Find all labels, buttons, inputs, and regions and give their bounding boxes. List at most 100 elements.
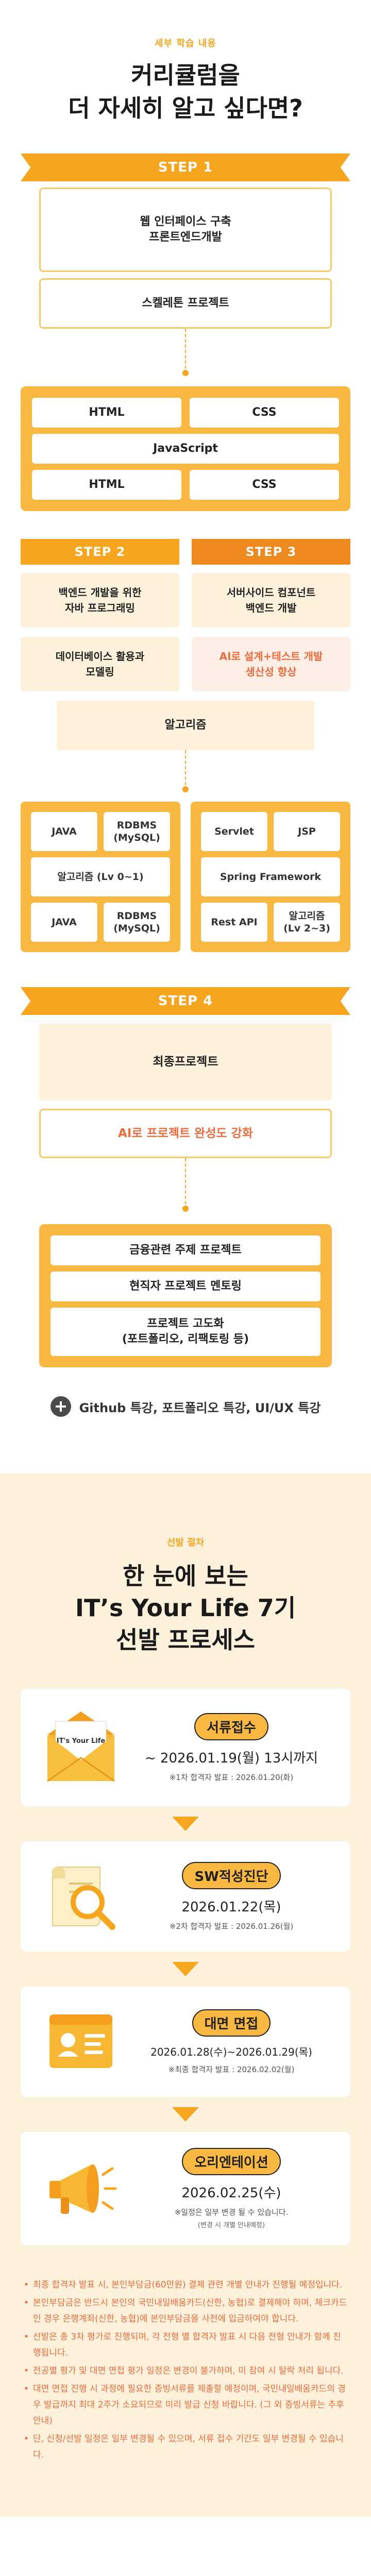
algorithm-box: 알고리즘 (57, 701, 314, 750)
step2-box2-line2: 모델링 (86, 666, 114, 678)
step1-tech-panel: HTML CSS JavaScript HTML CSS (21, 386, 350, 511)
notice-item: 대면 면접 진행 시 과정에 필요한 증빙서류를 제출할 예정이며, 국민내일배… (24, 2381, 347, 2429)
step-note: ※일정은 일부 변경 될 수 있습니다. (174, 2208, 289, 2217)
step-badge: 오리엔테이션 (182, 2148, 281, 2175)
step3-box2-line1: AI로 설계+테스트 개발 (219, 650, 323, 663)
notice-item: 최종 합격자 발표 시, 본인부담금(60만원) 결제 관련 개별 안내가 진행… (24, 2277, 347, 2293)
envelope-letter-text: IT's Your Life (57, 1737, 106, 1745)
envelope-icon: IT's Your Life (42, 1709, 120, 1786)
notice-item: 단, 신청/선발 일정은 일부 변경될 수 있으며, 서류 접수 기간도 일부 … (24, 2431, 347, 2463)
curriculum-headline: 커리큘럼을 더 자세히 알고 싶다면? (21, 59, 350, 125)
step2-box2-line1: 데이터베이스 활용과 (55, 650, 145, 663)
chevron-down-icon (172, 2107, 199, 2122)
curriculum-section: 세부 학습 내용 커리큘럼을 더 자세히 알고 싶다면? STEP 1 웹 인터… (0, 0, 371, 1473)
step1-box1-line1: 웹 인터페이스 구축 (140, 215, 231, 228)
process-card-documents: IT's Your Life 서류접수 ~ 2026.01.19(월) 13시까… (21, 1689, 350, 1806)
notice-item: 본인부담금은 반드시 본인의 국민내일배움카드(신한, 농협)로 결제해야 하며… (24, 2295, 347, 2327)
connector (182, 1158, 189, 1212)
rdbms-line2: (MySQL) (113, 923, 160, 934)
step-badge: 대면 면접 (192, 2009, 271, 2037)
step1-box1-line2: 프론트엔드개발 (149, 231, 222, 244)
selection-eyebrow: 선발 절차 (166, 1537, 205, 1548)
plus-icon (50, 1396, 71, 1417)
step3-box1-line1: 서버사이드 컴포넌트 (226, 586, 316, 599)
notice-item: 선발은 총 3차 평가로 진행되며, 각 전형 별 합격자 발표 시 다음 전형… (24, 2329, 347, 2361)
css-chip: CSS (190, 470, 339, 500)
html-chip: HTML (32, 398, 181, 428)
item3-line2: (포트폴리오, 리팩토링 등) (122, 1333, 249, 1346)
item3-line1: 프로젝트 고도화 (147, 1317, 224, 1330)
algo-line2: (Lv 2~3) (283, 923, 330, 934)
process-card-sw-test: SW적성진단 2026.01.22(목) ※2차 합격자 발표 : 2026.0… (21, 1841, 350, 1952)
step4-bar: STEP 4 (21, 987, 350, 1015)
step2-db-box: 데이터베이스 활용과 모델링 (21, 637, 179, 691)
step2-skill-grid: JAVA RDBMS (MySQL) 알고리즘 (Lv 0~1) JAVA RD… (21, 802, 180, 952)
special-lectures-text: Github 특강, 포트폴리오 특강, UI/UX 특강 (79, 1400, 321, 1415)
ai-project-box: AI로 프로젝트 완성도 강화 (39, 1109, 332, 1158)
sel-headline-line-1: 한 눈에 보는 (123, 1562, 248, 1590)
rdbms-line2: (MySQL) (113, 832, 160, 843)
java-chip: JAVA (31, 812, 97, 851)
servlet-chip: Servlet (201, 812, 267, 851)
page: 세부 학습 내용 커리큘럼을 더 자세히 알고 싶다면? STEP 1 웹 인터… (0, 0, 371, 2517)
step2-box1-line2: 자바 프로그래밍 (65, 602, 135, 614)
step2-box1-line1: 백엔드 개발을 위한 (58, 586, 142, 599)
step3-server-box: 서버사이드 컴포넌트 백엔드 개발 (192, 573, 350, 628)
step3-bar: STEP 3 (192, 539, 350, 565)
algo-line1: 알고리즘 (289, 910, 325, 922)
id-card-icon (42, 2003, 120, 2080)
megaphone-icon (42, 2150, 120, 2227)
algorithm-lv01-chip: 알고리즘 (Lv 0~1) (31, 857, 170, 896)
documents-info: 서류접수 ~ 2026.01.19(월) 13시까지 ※1차 합격자 발표 : … (134, 1713, 329, 1783)
skill-grids: JAVA RDBMS (MySQL) 알고리즘 (Lv 0~1) JAVA RD… (21, 802, 350, 952)
step-date: ~ 2026.01.19(월) 13시까지 (144, 1750, 318, 1766)
step-badge: 서류접수 (194, 1713, 268, 1740)
sel-headline-line-3: 선발 프로세스 (116, 1626, 255, 1654)
step3-box1-line2: 백엔드 개발 (245, 602, 297, 614)
orientation-info: 오리엔테이션 2026.02.25(수) ※일정은 일부 변경 될 수 있습니다… (134, 2148, 329, 2229)
finance-project-item: 금융관련 주제 프로젝트 (50, 1235, 321, 1265)
step-date: 2026.02.25(수) (181, 2185, 281, 2201)
step2-bar: STEP 2 (21, 539, 179, 565)
step-date: 2026.01.22(목) (181, 1899, 281, 1915)
step1-frontend-box: 웹 인터페이스 구축 프론트엔드개발 (39, 188, 332, 272)
css-chip: CSS (190, 398, 339, 428)
step-note: ※1차 합격자 발표 : 2026.01.20(화) (169, 1772, 294, 1782)
headline-line-2: 더 자세히 알고 싶다면? (68, 94, 303, 122)
mentoring-item: 현직자 프로젝트 멘토링 (50, 1272, 321, 1301)
javascript-chip: JavaScript (32, 434, 339, 464)
process-card-interview: 대면 면접 2026.01.28(수)~2026.01.29(목) ※최종 합격… (21, 1987, 350, 2097)
step-note-sub: (변경 시 개별 안내예정) (197, 2222, 265, 2229)
chevron-down-icon (172, 1962, 199, 1976)
step-date: 2026.01.28(수)~2026.01.29(목) (150, 2045, 312, 2058)
step3-skill-grid: Servlet JSP Spring Framework Rest API 알고… (191, 802, 350, 952)
selection-headline: 한 눈에 보는 IT’s Your Life 7기 선발 프로세스 (21, 1560, 350, 1656)
rdbms-line1: RDBMS (116, 910, 157, 922)
step-badge: SW적성진단 (182, 1861, 281, 1889)
rdbms-chip: RDBMS (MySQL) (104, 812, 170, 851)
algorithm-lv23-chip: 알고리즘 (Lv 2~3) (274, 903, 340, 942)
special-lectures: Github 특강, 포트폴리오 특강, UI/UX 특강 (21, 1396, 350, 1417)
selection-section: 선발 절차 한 눈에 보는 IT’s Your Life 7기 선발 프로세스 … (0, 1473, 371, 2517)
sw-test-info: SW적성진단 2026.01.22(목) ※2차 합격자 발표 : 2026.0… (134, 1861, 329, 1931)
connector (182, 329, 189, 376)
step3-box2-line2: 생산성 향상 (245, 666, 297, 678)
html-chip: HTML (32, 470, 181, 500)
java-chip: JAVA (31, 903, 97, 942)
curriculum-eyebrow: 세부 학습 내용 (155, 38, 216, 49)
step2-3-row: STEP 2 백엔드 개발을 위한 자바 프로그래밍 데이터베이스 활용과 모델… (21, 539, 350, 691)
step1-skeleton-box: 스켈레톤 프로젝트 (39, 278, 332, 329)
step3-ai-box: AI로 설계+테스트 개발 생산성 향상 (192, 637, 350, 691)
step-note: ※최종 합격자 발표 : 2026.02.02(월) (168, 2064, 295, 2074)
rest-api-chip: Rest API (201, 903, 267, 942)
chevron-down-icon (172, 1817, 199, 1831)
spring-framework-chip: Spring Framework (201, 857, 340, 896)
magnifier-document-icon (42, 1858, 120, 1935)
headline-line-1: 커리큘럼을 (131, 61, 240, 89)
rdbms-line1: RDBMS (116, 820, 157, 831)
connector (182, 750, 189, 792)
rdbms-chip: RDBMS (MySQL) (104, 903, 170, 942)
interview-info: 대면 면접 2026.01.28(수)~2026.01.29(목) ※최종 합격… (134, 2009, 329, 2075)
step3-column: STEP 3 서버사이드 컴포넌트 백엔드 개발 AI로 설계+테스트 개발 생… (192, 539, 350, 691)
process-card-orientation: 오리엔테이션 2026.02.25(수) ※일정은 일부 변경 될 수 있습니다… (21, 2132, 350, 2245)
